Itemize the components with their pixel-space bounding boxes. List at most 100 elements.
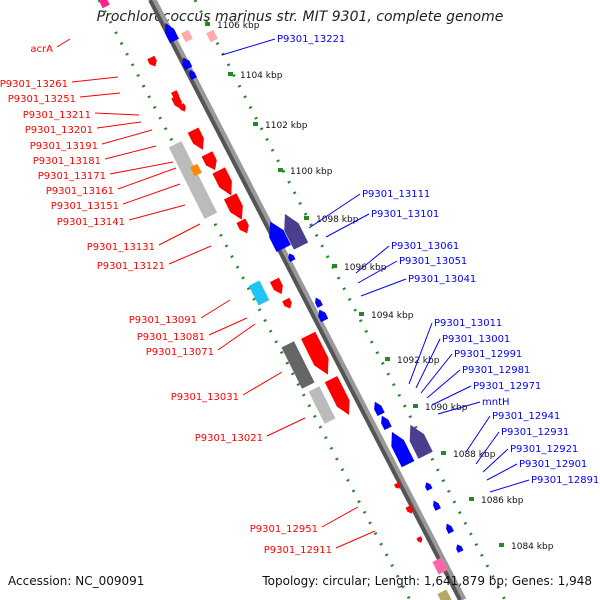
- ruler-tick-mark: [304, 216, 309, 220]
- forward-gene-arrow: [405, 505, 413, 514]
- left-gene-label: P9301_13121: [97, 261, 165, 272]
- reverse-gene-arrow: [318, 309, 329, 323]
- right-label-leader: [360, 278, 407, 297]
- grey-gene-block: [308, 386, 336, 424]
- ruler-tick-label: 1088 kbp: [453, 450, 496, 460]
- reverse-gene-arrow: [165, 23, 179, 44]
- ruler-tick-label: 1098 kbp: [316, 215, 359, 225]
- right-gene-label: P9301_12901: [519, 459, 587, 470]
- reverse-gene-arrow: [433, 500, 441, 511]
- left-gene-label: P9301_13021: [195, 433, 263, 444]
- reverse-gene-arrow: [446, 523, 454, 534]
- ruler-tick-mark: [253, 122, 258, 126]
- left-label-leader: [71, 76, 119, 83]
- forward-gene-arrow: [301, 331, 329, 375]
- left-gene-label: P9301_13071: [146, 347, 214, 358]
- dark-blue-gene-arrow: [284, 213, 309, 250]
- ruler-tick-mark: [278, 168, 283, 172]
- right-label-leader: [489, 479, 530, 493]
- left-gene-label: P9301_13081: [137, 332, 205, 343]
- left-label-leader: [101, 129, 153, 145]
- ruler-tick-mark: [469, 497, 474, 501]
- ruler-tick-label: 1084 kbp: [511, 542, 554, 552]
- left-gene-label: P9301_12951: [250, 524, 318, 535]
- right-label-leader: [486, 463, 518, 481]
- left-gene-label: P9301_13211: [23, 110, 91, 121]
- right-gene-label: P9301_12991: [454, 349, 522, 360]
- orange-gene-block: [190, 163, 202, 177]
- forward-gene-arrow: [282, 297, 292, 309]
- cyan-gene-block: [248, 280, 270, 306]
- reverse-gene-arrow: [374, 401, 385, 417]
- right-label-leader: [221, 38, 276, 56]
- left-gene-label: P9301_13191: [30, 141, 98, 152]
- left-label-leader: [217, 323, 256, 351]
- reverse-gene-arrow: [269, 221, 291, 252]
- right-gene-label: P9301_12981: [462, 365, 530, 376]
- right-label-leader: [437, 401, 481, 415]
- right-label-leader: [482, 448, 509, 473]
- left-label-leader: [335, 530, 376, 549]
- left-label-leader: [158, 223, 201, 246]
- ruler-tick-label: 1104 kbp: [240, 71, 283, 81]
- left-gene-label: P9301_13201: [25, 125, 93, 136]
- right-gene-label: P9301_13111: [362, 189, 430, 200]
- right-label-leader: [475, 431, 500, 465]
- right-label-leader: [325, 213, 370, 238]
- reverse-gene-arrow: [391, 431, 415, 468]
- forward-gene-arrow: [212, 167, 232, 196]
- ruler-tick-mark: [413, 404, 418, 408]
- dark-grey-gene-block: [281, 341, 315, 389]
- ruler-tick-mark: [228, 72, 233, 76]
- forward-gene-arrow: [324, 375, 350, 415]
- genome-backbone: [148, 0, 462, 600]
- left-label-leader: [56, 38, 71, 48]
- left-label-leader: [242, 371, 283, 396]
- forward-gene-arrow: [269, 277, 283, 295]
- ruler-tick-label: 1092 kbp: [397, 356, 440, 366]
- left-ruler-track: [97, 0, 412, 600]
- forward-gene-arrow: [187, 127, 204, 150]
- right-label-leader: [308, 193, 361, 229]
- forward-gene-arrow: [236, 218, 249, 234]
- forward-gene-arrow: [201, 151, 217, 171]
- left-label-leader: [168, 245, 212, 265]
- right-label-leader: [355, 245, 390, 274]
- right-gene-label: P9301_13011: [434, 318, 502, 329]
- right-gene-label: mntH: [482, 397, 510, 408]
- left-label-leader: [128, 204, 186, 221]
- ruler-tick-mark: [332, 264, 337, 268]
- ruler-tick-mark: [205, 22, 210, 26]
- backbone-shadow: [149, 0, 467, 600]
- left-gene-label: P9301_13031: [171, 392, 239, 403]
- right-label-leader: [426, 369, 461, 399]
- pale-gene-block: [181, 29, 193, 43]
- right-gene-label: P9301_12931: [501, 427, 569, 438]
- left-gene-label: P9301_13151: [51, 201, 119, 212]
- right-gene-label: P9301_13101: [371, 209, 439, 220]
- right-gene-label: P9301_12971: [473, 381, 541, 392]
- right-gene-label: P9301_12941: [492, 411, 560, 422]
- left-label-leader: [104, 145, 157, 160]
- left-gene-label: P9301_13131: [87, 242, 155, 253]
- pale-gene-block: [206, 29, 218, 43]
- forward-gene-arrow: [416, 536, 423, 543]
- left-label-leader: [94, 112, 140, 116]
- reverse-gene-arrow: [381, 415, 392, 431]
- ruler-tick-label: 1090 kbp: [425, 403, 468, 413]
- right-gene-label: P9301_13221: [277, 34, 345, 45]
- left-gene-label: P9301_13171: [38, 171, 106, 182]
- reverse-gene-arrow: [425, 482, 433, 491]
- right-label-leader: [431, 385, 472, 406]
- left-label-leader: [266, 417, 306, 437]
- ruler-tick-mark: [385, 357, 390, 361]
- left-gene-label: P9301_13181: [33, 156, 101, 167]
- forward-gene-arrow: [393, 481, 401, 489]
- left-gene-label: P9301_13141: [57, 217, 125, 228]
- left-gene-label: P9301_13261: [0, 79, 68, 90]
- left-label-leader: [109, 161, 174, 175]
- right-ruler-track: [193, 0, 507, 600]
- left-label-leader: [79, 92, 121, 98]
